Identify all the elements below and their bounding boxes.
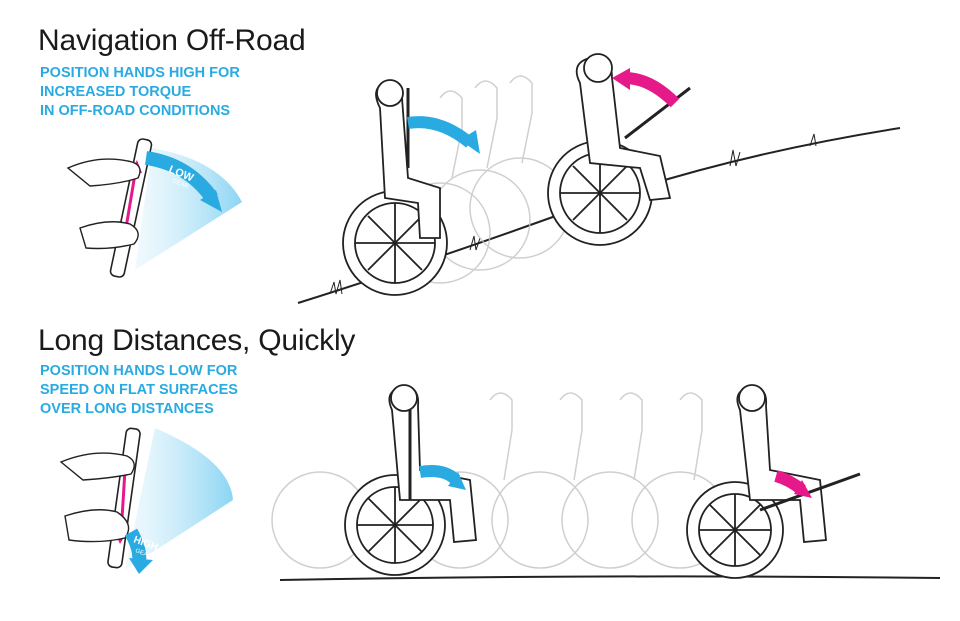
offroad-scene	[297, 53, 901, 304]
gear-range-fan	[135, 148, 242, 270]
long-distance-scene	[271, 384, 941, 581]
ghost-frames	[389, 75, 571, 284]
lever-diagram-low-gear: LOW GEAR	[66, 138, 242, 278]
hand-upper	[59, 452, 135, 481]
caption-long-distance: POSITION HANDS LOW FOR SPEED ON FLAT SUR…	[40, 362, 300, 419]
section-title-offroad: Navigation Off-Road	[38, 24, 306, 57]
ghost-frames	[271, 392, 729, 569]
wheelchair-rider-2	[547, 53, 691, 246]
hand-upper	[66, 158, 141, 187]
high-gear-arrow-head	[129, 558, 153, 574]
gear-sublabel: GEAR	[134, 548, 153, 560]
gear-range-fan	[125, 428, 233, 570]
wheelchair-rider-3	[344, 384, 477, 576]
rider-3-head	[390, 384, 418, 412]
rider-4-lever	[759, 472, 861, 512]
low-gear-arrow-head	[200, 190, 222, 212]
caption-line: INCREASED TORQUE	[40, 84, 192, 100]
rider-1-head	[376, 79, 404, 107]
hand-lower	[79, 221, 139, 250]
caption-line: OVER LONG DISTANCES	[40, 401, 214, 417]
section-title-long-distance: Long Distances, Quickly	[38, 324, 356, 357]
wheelchair-rider-4	[686, 384, 861, 579]
rider-2-lever	[624, 86, 691, 140]
lever-diagram-high-gear: HIGH GEAR	[59, 427, 233, 574]
rider-2-head	[583, 53, 613, 83]
ground-line	[279, 575, 941, 581]
low-gear-arrow	[144, 151, 218, 203]
caption-line: IN OFF-ROAD CONDITIONS	[40, 103, 231, 119]
caption-line: POSITION HANDS HIGH FOR	[40, 65, 240, 81]
wheelchair-rider-1	[342, 79, 448, 296]
caption-line: SPEED ON FLAT SURFACES	[40, 382, 238, 398]
caption-line: POSITION HANDS LOW FOR	[40, 363, 238, 379]
rider-4-head	[738, 384, 766, 412]
hand-lower	[64, 509, 130, 543]
caption-offroad: POSITION HANDS HIGH FOR INCREASED TORQUE…	[40, 64, 300, 121]
rider-2-pink-arrow	[624, 72, 680, 108]
